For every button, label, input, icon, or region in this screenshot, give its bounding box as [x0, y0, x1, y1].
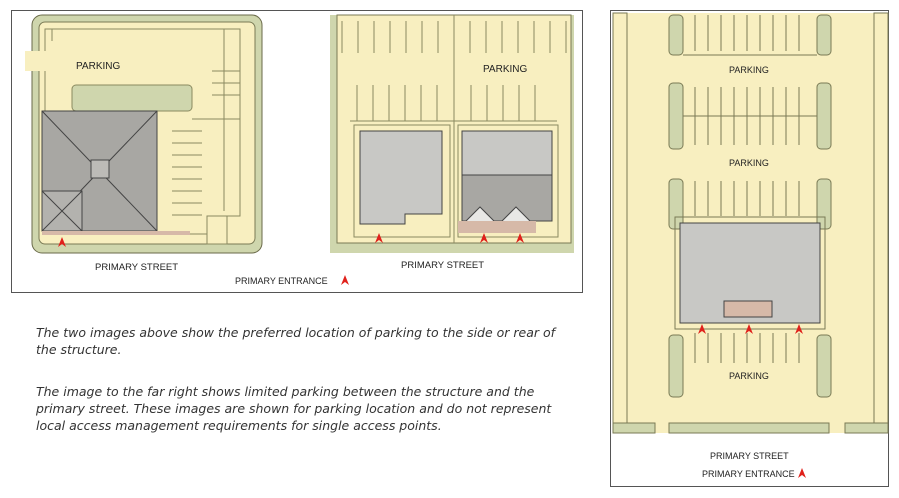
entrance-marker-icon — [341, 275, 349, 285]
parking-top-label: PARKING — [729, 65, 769, 75]
site-plan-rear-parking: PARKING PRIMARY STREET — [330, 14, 574, 271]
site1-street-label: PRIMARY STREET — [95, 262, 178, 273]
right-site-plan: PARKING PARKING PARKING PRIMARY STREET P… — [612, 12, 889, 479]
right-diagram-panel: PARKING PARKING PARKING PRIMARY STREET P… — [610, 10, 889, 487]
caption-paragraph-2: The image to the far right shows limited… — [36, 384, 552, 433]
entrance-legend: PRIMARY ENTRANCE — [235, 275, 349, 286]
site2-street-label: PRIMARY STREET — [401, 260, 484, 271]
entrance-marker-icon — [798, 468, 806, 478]
parking-mid-label: PARKING — [729, 158, 769, 168]
right-legend-label: PRIMARY ENTRANCE — [702, 469, 795, 479]
site-plan-side-parking: PARKING PRIMARY STREET — [25, 14, 263, 273]
site1-parking-label: PARKING — [76, 61, 120, 72]
parking-bottom-label: PARKING — [729, 371, 769, 381]
site2-parking-label: PARKING — [483, 64, 527, 75]
left-site-plans: PARKING PRIMARY STREET — [25, 14, 574, 286]
legend-label: PRIMARY ENTRANCE — [235, 276, 328, 286]
left-diagram-panel: PARKING PRIMARY STREET — [11, 10, 583, 293]
caption-paragraph-1: The two images above show the preferred … — [36, 325, 556, 357]
right-street-label: PRIMARY STREET — [710, 451, 789, 461]
